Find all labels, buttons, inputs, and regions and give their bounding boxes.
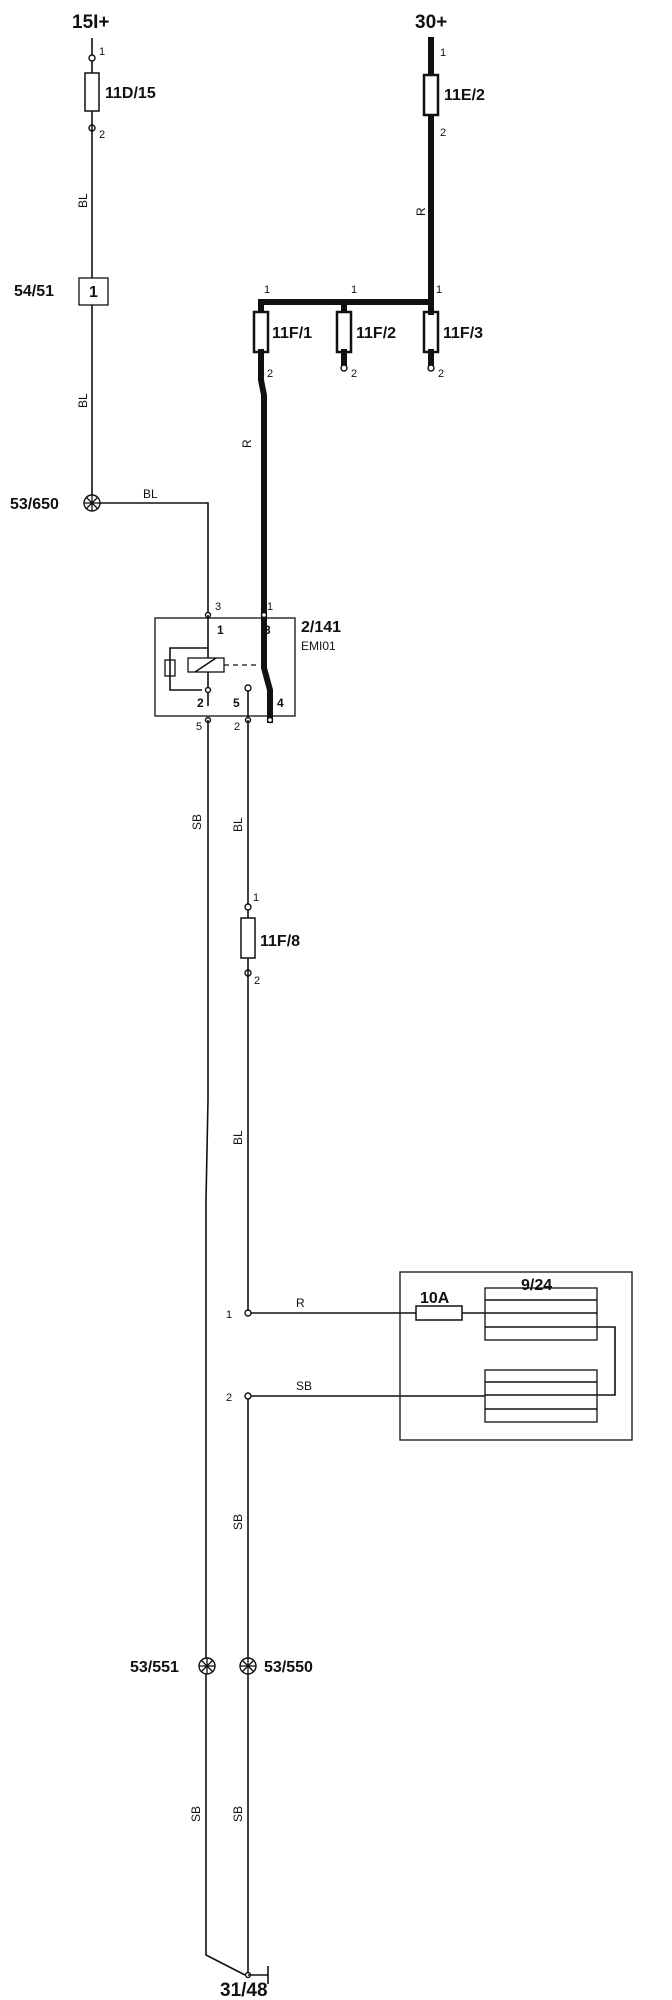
pin-label-1: 1 — [440, 47, 446, 59]
heating-element-upper — [484, 1287, 598, 1341]
pin-label-2: 2 — [99, 129, 105, 141]
wire-color-sb: SB — [231, 1806, 245, 1822]
fuse-11f3-label: 11F/3 — [443, 325, 483, 342]
pin-dot — [266, 716, 274, 724]
relay-coil — [164, 615, 225, 706]
fuse-10a-label: 10A — [420, 1290, 450, 1307]
connector-pin-label: 1 — [89, 284, 98, 301]
fuse-11f8 — [240, 917, 256, 959]
pin-label-1: 1 — [99, 46, 105, 58]
pin-dot — [340, 364, 348, 372]
relay-pin-label-2: 2 — [197, 696, 204, 710]
pin-label-2: 2 — [438, 368, 444, 380]
pin-label-1: 1 — [226, 1309, 232, 1321]
pin-dot — [244, 1309, 252, 1317]
fuse-11e2 — [422, 73, 440, 117]
fuse-11f2-label: 11F/2 — [356, 325, 396, 342]
relay-pin-label-5: 5 — [233, 696, 240, 710]
fuse-10a — [415, 1305, 463, 1321]
module-9-24-box — [399, 1271, 633, 1441]
pin-label-2: 2 — [440, 127, 446, 139]
wire-relay-contact — [261, 637, 273, 723]
pin-dot — [88, 54, 96, 62]
wire-color-bl: BL — [143, 487, 158, 501]
pin-dot — [260, 611, 268, 619]
pin-label-2: 2 — [254, 975, 260, 987]
pin-label-2: 2 — [351, 368, 357, 380]
connector-54-51 — [78, 277, 109, 306]
wire-r-to-relay — [258, 349, 267, 663]
wire-color-sb: SB — [296, 1379, 312, 1393]
fuse-11f1-label: 11F/1 — [272, 325, 312, 342]
fuse-11d15 — [84, 72, 100, 112]
wire-sb-left-ground — [205, 1674, 246, 1976]
wire-color-sb: SB — [231, 1514, 245, 1530]
wire-color-r: R — [240, 439, 254, 448]
wire-sb-left — [205, 720, 209, 1658]
terminal-15-label: 15I+ — [72, 12, 110, 33]
wire-color-bl: BL — [231, 817, 245, 832]
relay-label: 2/141 — [301, 619, 341, 636]
fuse-11d15-label: 11D/15 — [105, 85, 156, 102]
wire-color-bl: BL — [76, 193, 90, 208]
wire-color-bl: BL — [231, 1130, 245, 1145]
module-label: 9/24 — [521, 1277, 552, 1294]
pin-label-1: 1 — [436, 284, 442, 296]
wire-color-sb: SB — [189, 1806, 203, 1822]
splice-650-label: 53/650 — [10, 496, 59, 513]
heating-element-lower — [484, 1369, 598, 1423]
wire-element-bridge — [597, 1326, 616, 1396]
fuse-11f2 — [335, 310, 353, 354]
fuse-11e2-label: 11E/2 — [444, 87, 485, 104]
pin-dot — [244, 903, 252, 911]
pin-label-2: 2 — [234, 721, 240, 733]
fuse-11f8-label: 11F/8 — [260, 933, 300, 950]
wire-bl-to-relay — [100, 502, 209, 615]
wire-color-r: R — [296, 1296, 305, 1310]
splice-551-label: 53/551 — [130, 1659, 179, 1676]
pin-label-1: 1 — [264, 284, 270, 296]
pin-dot — [244, 1392, 252, 1400]
relay-sub-label: EMI01 — [301, 639, 336, 653]
connector-label: 54/51 — [14, 283, 54, 300]
ground-label: 31/48 — [220, 1980, 268, 2000]
pin-label-1: 1 — [351, 284, 357, 296]
splice-650-icon — [83, 494, 101, 512]
relay-pin-label-4: 4 — [277, 696, 284, 710]
pin-label-5: 5 — [196, 721, 202, 733]
wire-color-bl: BL — [76, 393, 90, 408]
relay-pin-label-1: 1 — [217, 623, 224, 637]
ground-icon — [248, 1966, 269, 1984]
relay-pin-label-3: 3 — [264, 623, 271, 637]
pin-label-3: 3 — [215, 601, 221, 613]
relay-switch — [224, 664, 258, 720]
pin-label-1: 1 — [253, 892, 259, 904]
pin-label-2: 2 — [267, 368, 273, 380]
terminal-30-label: 30+ — [415, 12, 447, 33]
relay-2-141-box — [154, 617, 296, 717]
splice-550-label: 53/550 — [264, 1659, 313, 1676]
fuse-11f1 — [252, 310, 270, 354]
wire-color-sb: SB — [190, 814, 204, 830]
pin-dot — [427, 364, 435, 372]
splice-550-icon — [239, 1657, 257, 1675]
fuse-11f3 — [422, 310, 440, 354]
splice-551-icon — [198, 1657, 216, 1675]
wire-color-r: R — [414, 207, 428, 216]
pin-label-1: 1 — [267, 601, 273, 613]
pin-label-2: 2 — [226, 1392, 232, 1404]
